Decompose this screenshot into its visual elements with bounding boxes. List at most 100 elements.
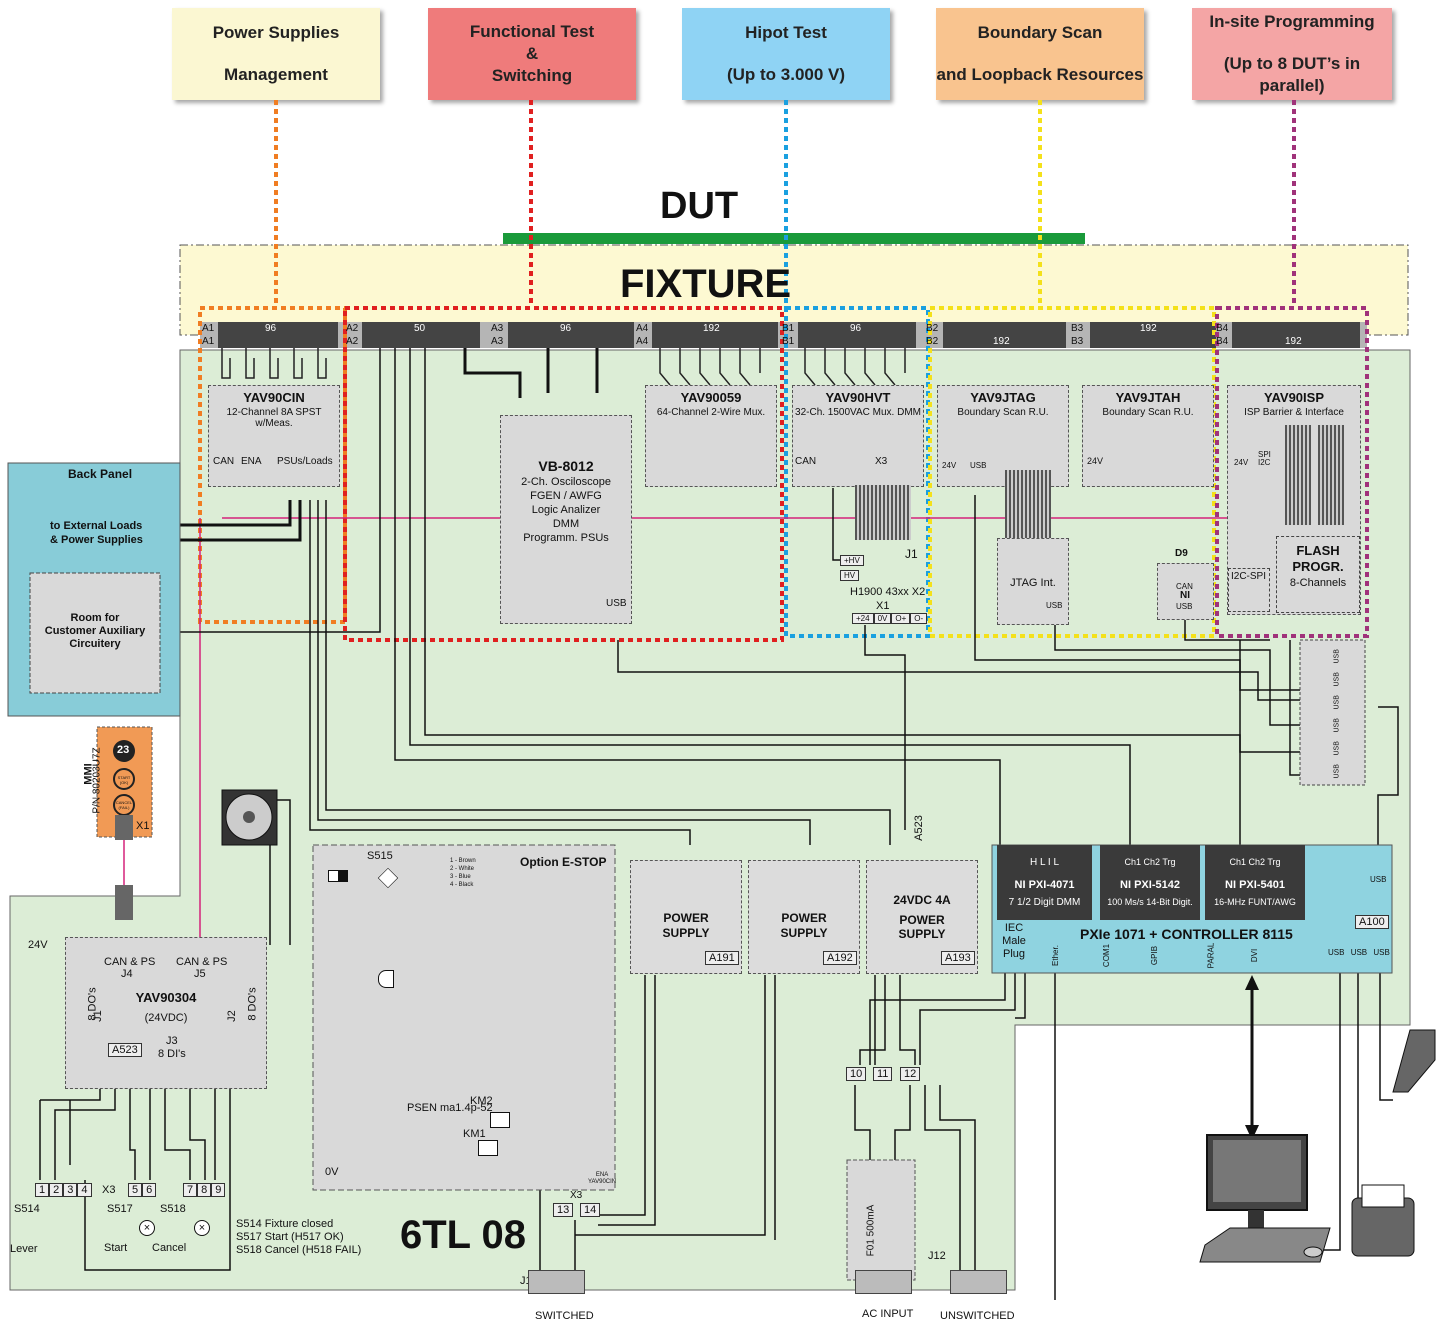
power-supply-a192: POWER SUPPLY A192 — [748, 860, 860, 974]
usb-port-label: USB — [1333, 741, 1341, 756]
x1-pin: O+ — [891, 613, 911, 624]
module-yav90hvt: YAV90HVT 32-Ch. 1500VAC Mux. DMM CAN X3 — [792, 385, 924, 487]
io-subtitle: (24VDC) — [144, 1012, 188, 1024]
psu-title: 24VDC 4A — [893, 893, 951, 907]
usb-port-label: USB — [1333, 649, 1341, 664]
connector-a2: A2 — [346, 336, 359, 347]
category-label: and Loopback Resources — [936, 65, 1144, 84]
category-label: Hipot Test — [745, 23, 827, 42]
psu-title: SUPPLY — [898, 927, 946, 941]
v24-label: 24V — [1234, 458, 1249, 467]
category-power-supplies: Power Supplies Management — [172, 8, 380, 100]
x1-pin: O- — [910, 613, 928, 624]
module-line: FGEN / AWFG — [530, 490, 602, 502]
v24-label: 24V — [1087, 456, 1104, 466]
mmi-start-button: START (OK) — [117, 775, 131, 785]
external-loads-label: to External Loads — [50, 520, 143, 532]
connector-b2: B2 — [926, 323, 939, 334]
psu-title: POWER — [663, 911, 709, 925]
terminal: 4 — [77, 1183, 92, 1197]
psu-tag: A193 — [941, 951, 975, 965]
terminal-12: 12 — [900, 1067, 921, 1081]
port-dvi: DVI — [1250, 948, 1260, 963]
psu-title: POWER — [781, 911, 827, 925]
module-title: YAV90ISP — [1264, 390, 1324, 405]
connector-b3: B3 — [1071, 336, 1084, 347]
terminal-10: 10 — [846, 1067, 867, 1081]
pin-count: 192 — [1140, 323, 1157, 334]
category-hipot-test: Hipot Test (Up to 3.000 V) — [682, 8, 890, 100]
pxi-card-4071: H L I L NI PXI-4071 7 1/2 Digit DMM — [997, 845, 1092, 920]
j5-label: CAN & PS — [176, 956, 228, 968]
flash-title: FLASH — [1296, 543, 1340, 558]
switched-label: SWITCHED — [535, 1310, 594, 1322]
usb-label: USB — [1370, 875, 1387, 884]
module-vb-8012: VB-8012 2-Ch. Osciloscope FGEN / AWFG Lo… — [500, 415, 632, 624]
io-module-yav90304: YAV90304 (24VDC) CAN & PS J4 CAN & PS J5… — [65, 937, 267, 1089]
external-loads-label: & Power Supplies — [50, 534, 143, 546]
unswitched-label: UNSWITCHED — [940, 1310, 1015, 1322]
ena-label: ENA — [241, 456, 262, 467]
hv-plus: +HV — [840, 555, 864, 566]
category-in-site-programming: In-site Programming (Up to 8 DUT’s in pa… — [1192, 8, 1392, 100]
category-label: In-site Programming — [1209, 12, 1375, 31]
model-label: 6TL 08 — [400, 1213, 526, 1257]
d9-label: D9 — [1175, 548, 1188, 559]
flash-programmer: FLASH PROGR. 8-Channels — [1276, 536, 1360, 613]
terminal: 8 — [197, 1183, 212, 1197]
terminal: 1 — [35, 1183, 50, 1197]
jtag-interface: JTAG Int. USB — [997, 538, 1069, 625]
pxi-ports: Ether. COM1 GPIB PARAL DVI — [1040, 942, 1280, 969]
module-subtitle: Boundary Scan R.U. — [957, 407, 1049, 418]
ena-line: YAV90CIN — [588, 1179, 617, 1185]
h1900-label: H1900 43xx X2 — [850, 586, 926, 598]
j12-label: J12 — [928, 1250, 946, 1262]
pxi-card-name: NI PXI-5142 — [1120, 879, 1180, 891]
terminal: 5 — [128, 1183, 143, 1197]
connector-a2: A2 — [346, 323, 359, 334]
estop-wire-legend: 1 - Brown 2 - White 3 - Blue 4 - Black — [450, 857, 476, 889]
can-label: CAN — [795, 456, 817, 467]
module-yav90cin: YAV90CIN 12-Channel 8A SPST w/Meas. CAN … — [208, 385, 340, 487]
jtag-int-label: JTAG Int. — [1010, 577, 1056, 589]
pin-count: 96 — [265, 323, 277, 334]
pin-count: 96 — [560, 323, 572, 334]
ac-input-label: AC INPUT — [862, 1308, 914, 1320]
category-label: Switching — [491, 66, 573, 85]
x3-label: X3 — [570, 1190, 583, 1201]
room-line: Circuitery — [69, 638, 121, 650]
module-title: YAV9JTAG — [970, 390, 1036, 405]
j3-label: J3 — [166, 1035, 178, 1047]
module-yav9jtah: YAV9JTAH Boundary Scan R.U. 24V — [1082, 385, 1214, 487]
connector-a4: A4 — [636, 336, 649, 347]
connector-a1: A1 — [202, 323, 215, 334]
room-line: Room for — [70, 612, 120, 624]
j3-sub: 8 DI's — [158, 1048, 186, 1060]
io-title: YAV90304 — [135, 990, 197, 1005]
category-label: Power Supplies — [212, 23, 340, 42]
module-title: VB-8012 — [538, 458, 594, 474]
usb-port-label: USB — [1333, 695, 1341, 710]
module-subtitle: 12-Channel 8A SPST w/Meas. — [226, 407, 322, 429]
can-label: CAN — [1176, 582, 1193, 591]
terminal-11: 11 — [873, 1067, 893, 1081]
module-title: YAV90059 — [680, 390, 742, 405]
pxi-card-pins: Ch1 Ch2 Trg — [1229, 857, 1281, 867]
terminal: 3 — [63, 1183, 78, 1197]
s517-label: S517 — [107, 1203, 133, 1215]
port-paral: PARAL — [1206, 942, 1216, 969]
pin-count: 192 — [993, 336, 1010, 347]
port-gpib: GPIB — [1150, 945, 1160, 966]
terminal-block-x3: 1 2 3 4 — [35, 1183, 92, 1197]
module-subtitle: Boundary Scan R.U. — [1102, 407, 1194, 418]
iec-line: IEC Male — [1002, 922, 1026, 947]
i2c-spi-box: I2C-SPI — [1228, 568, 1270, 612]
i2c-spi-label: I2C-SPI — [1231, 571, 1267, 582]
port-ethernet: Ether. — [1050, 945, 1060, 966]
usb-port-label: USB — [1333, 718, 1341, 733]
module-subtitle: ISP Barrier & Interface — [1244, 407, 1344, 418]
mmi-pn: P/N 80203U7Z — [91, 747, 103, 814]
category-label: Management — [224, 65, 328, 84]
unswitched-socket — [950, 1270, 1007, 1294]
module-line: DMM — [552, 518, 580, 530]
